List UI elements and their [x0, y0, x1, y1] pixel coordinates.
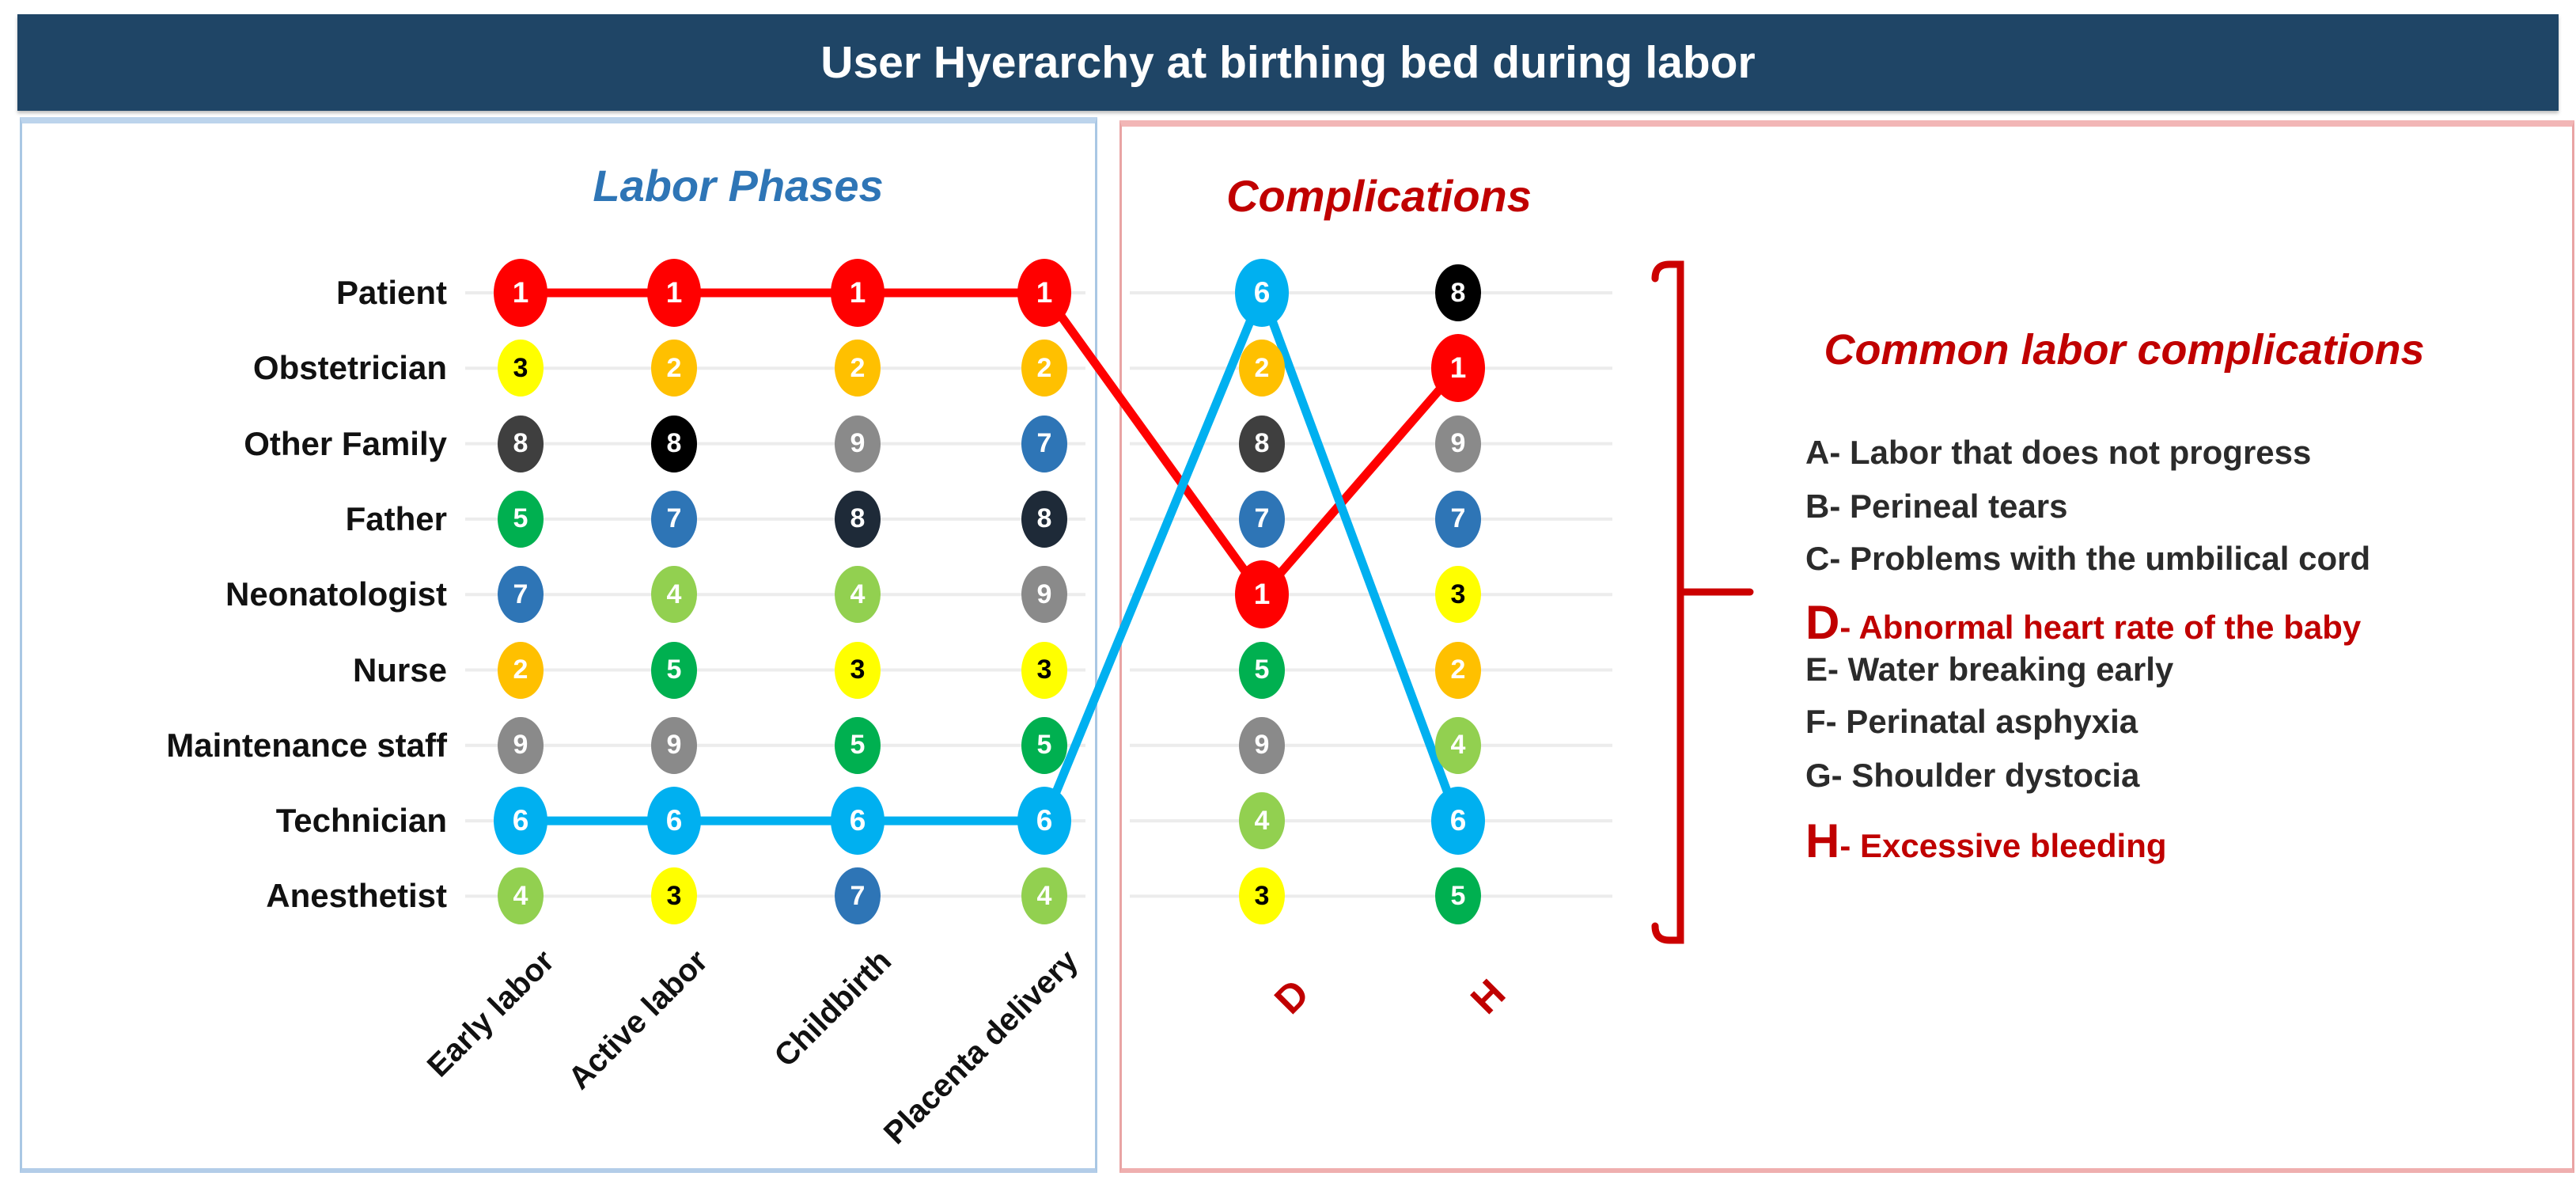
legend-item-text: - Shoulder dystocia	[1831, 757, 2140, 794]
rank-dot: 4	[1021, 867, 1067, 925]
legend-item-G: G- Shoulder dystocia	[1805, 757, 2139, 795]
rank-dot: 3	[651, 867, 697, 925]
row-label: Other Family	[244, 424, 447, 462]
legend-item-D: D- Abnormal heart rate of the baby	[1805, 595, 2361, 650]
row-label: Father	[345, 499, 447, 537]
rank-dot: 8	[1021, 490, 1067, 548]
row-label: Maintenance staff	[166, 726, 447, 764]
rank-dot: 1	[1235, 560, 1289, 629]
rank-dot: 1	[647, 259, 701, 327]
row-label: Patient	[335, 274, 447, 311]
rank-dot: 5	[1435, 867, 1481, 925]
rank-dot: 5	[498, 490, 544, 548]
rank-dot: 3	[498, 340, 544, 397]
rank-dot: 7	[1435, 490, 1481, 548]
rank-dot: 3	[835, 641, 881, 699]
rank-dot: 7	[498, 566, 544, 624]
legend-item-B: B- Perineal tears	[1805, 488, 2068, 526]
row-label: Neonatologist	[225, 575, 447, 613]
rank-dot: 1	[494, 259, 547, 327]
rank-dot: 3	[1435, 566, 1481, 624]
rank-dot: 8	[835, 490, 881, 548]
row-label: Anesthetist	[266, 877, 447, 915]
legend-item-text: - Abnormal heart rate of the baby	[1839, 609, 2362, 646]
rank-dot: 8	[1435, 264, 1481, 321]
complications-panel	[1119, 120, 2574, 1173]
rank-dot: 6	[1017, 787, 1071, 856]
legend-item-text: - Perineal tears	[1829, 488, 2068, 525]
legend-item-E: E- Water breaking early	[1805, 651, 2173, 689]
title-bar: User Hyerarchy at birthing bed during la…	[17, 14, 2559, 111]
rank-dot: 6	[647, 787, 701, 856]
legend-item-letter: C	[1805, 540, 1830, 577]
rank-dot: 2	[1021, 340, 1067, 397]
legend-item-text: - Problems with the umbilical cord	[1829, 540, 2371, 577]
legend-item-text: - Water breaking early	[1828, 651, 2174, 688]
legend-item-A: A- Labor that does not progress	[1805, 434, 2311, 472]
legend-item-letter: F	[1805, 703, 1826, 740]
rank-dot: 9	[1021, 566, 1067, 624]
rank-dot: 2	[835, 340, 881, 397]
rank-dot: 7	[1239, 490, 1285, 548]
row-label: Technician	[275, 802, 447, 840]
legend-item-letter: B	[1805, 488, 1830, 525]
legend-item-letter: D	[1805, 596, 1840, 649]
rank-dot: 8	[1239, 415, 1285, 472]
rank-dot: 6	[1235, 259, 1289, 327]
rank-dot: 2	[498, 641, 544, 699]
rank-dot: 1	[1017, 259, 1071, 327]
rank-dot: 9	[1239, 716, 1285, 774]
rank-dot: 4	[1435, 716, 1481, 774]
rank-dot: 6	[494, 787, 547, 856]
rank-dot: 7	[1021, 415, 1067, 472]
rank-dot: 6	[831, 787, 885, 856]
rank-dot: 9	[1435, 415, 1481, 472]
legend-item-text: - Excessive bleeding	[1839, 827, 2167, 864]
legend-item-F: F- Perinatal asphyxia	[1805, 703, 2138, 741]
legend-item-letter: A	[1805, 434, 1830, 471]
legend-item-text: - Labor that does not progress	[1829, 434, 2312, 471]
legend-item-text: - Perinatal asphyxia	[1825, 703, 2138, 740]
rank-dot: 9	[498, 716, 544, 774]
rank-dot: 3	[1239, 867, 1285, 925]
labor-phases-header: Labor Phases	[593, 161, 884, 211]
rank-dot: 8	[498, 415, 544, 472]
legend-item-letter: G	[1805, 757, 1832, 794]
rank-dot: 5	[1239, 641, 1285, 699]
legend-item-letter: H	[1805, 814, 1840, 867]
rank-dot: 1	[1431, 334, 1485, 403]
rank-dot: 2	[651, 340, 697, 397]
page-title: User Hyerarchy at birthing bed during la…	[820, 37, 1756, 88]
legend-item-H: H- Excessive bleeding	[1805, 814, 2167, 868]
rank-dot: 9	[651, 716, 697, 774]
rank-dot: 7	[835, 867, 881, 925]
rank-dot: 4	[651, 566, 697, 624]
complications-header: Complications	[1226, 171, 1532, 221]
legend-title: Common labor complications	[1824, 326, 2425, 374]
rank-dot: 7	[651, 490, 697, 548]
legend-bracket	[1651, 260, 1684, 944]
rank-dot: 5	[651, 641, 697, 699]
rank-dot: 2	[1239, 340, 1285, 397]
legend-item-C: C- Problems with the umbilical cord	[1805, 540, 2370, 578]
rank-dot: 5	[1021, 716, 1067, 774]
rank-dot: 5	[835, 716, 881, 774]
rank-dot: 8	[651, 415, 697, 472]
rank-dot: 9	[835, 415, 881, 472]
row-label: Nurse	[352, 651, 447, 689]
rank-dot: 6	[1431, 787, 1485, 856]
rank-dot: 1	[831, 259, 885, 327]
row-label: Obstetrician	[252, 349, 447, 387]
rank-dot: 3	[1021, 641, 1067, 699]
rank-dot: 2	[1435, 641, 1481, 699]
legend-item-letter: E	[1805, 651, 1828, 688]
rank-dot: 4	[835, 566, 881, 624]
rank-dot: 4	[498, 867, 544, 925]
rank-dot: 4	[1239, 792, 1285, 850]
